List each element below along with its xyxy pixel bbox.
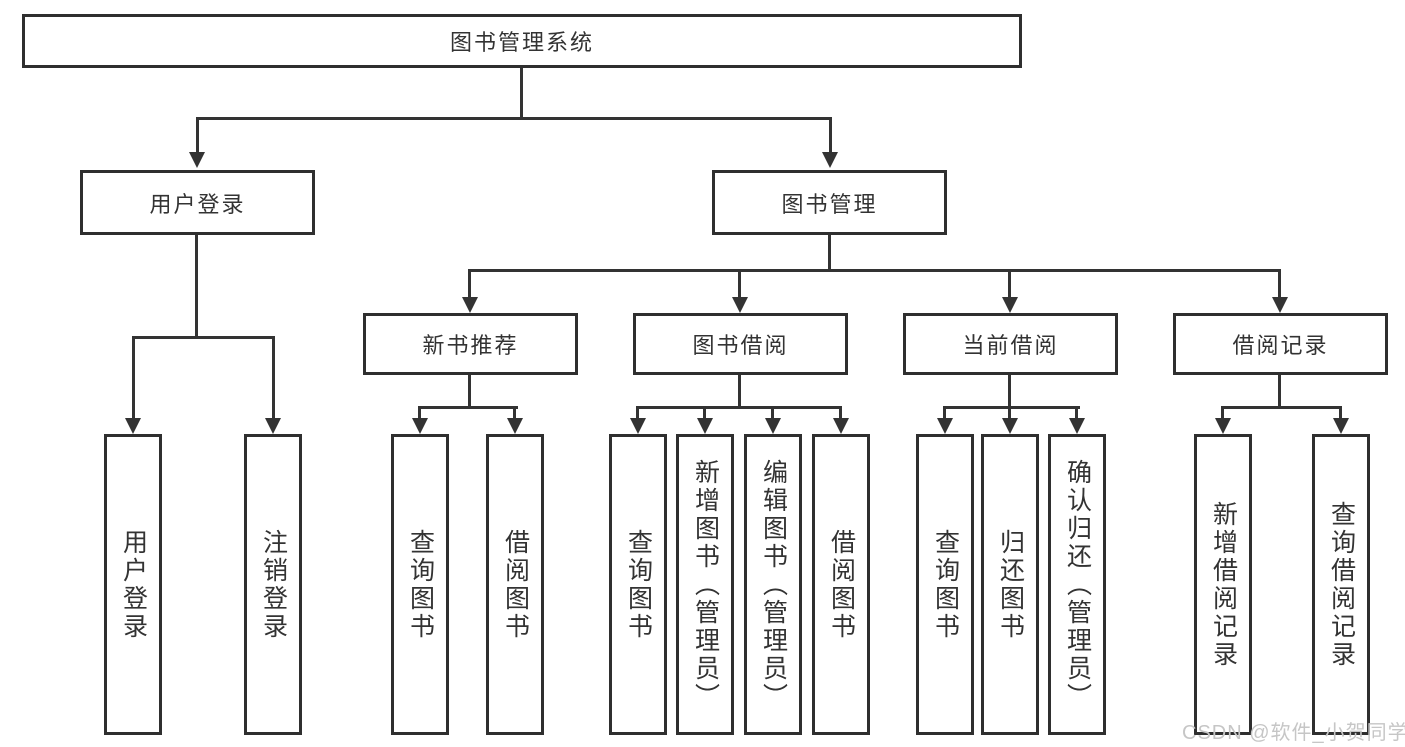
stem-leaf-logout (272, 336, 275, 418)
leaf-borrow-books-label: 借阅图书 (827, 528, 856, 641)
leaf-borrow-books-recommend-label: 借阅图书 (501, 528, 530, 641)
arrowhead-g1-leaf1 (412, 418, 428, 434)
node-current-borrow: 当前借阅 (903, 313, 1118, 375)
leaf-return-book-label: 归还图书 (996, 528, 1025, 641)
arrowhead-g2-leaf3 (765, 418, 781, 434)
stem-user-login (196, 117, 199, 152)
stem-g3-leaf1 (943, 406, 946, 418)
arrowhead-new-book-recommend (462, 297, 478, 313)
root-drop-line (520, 68, 523, 120)
node-borrow-records: 借阅记录 (1173, 313, 1388, 375)
csdn-watermark: CSDN @软件_小贺同学 (1182, 722, 1405, 744)
arrowhead-user-login (189, 152, 205, 168)
leaf-borrow-books-recommend: 借阅图书 (486, 434, 544, 735)
arrowhead-g1-leaf2 (507, 418, 523, 434)
stem-g2-leaf2 (703, 406, 706, 418)
stem-g1-leaf1 (418, 406, 421, 418)
arrowhead-leaf-logout (265, 418, 281, 434)
arrowhead-g2-leaf4 (833, 418, 849, 434)
stem-g1-leaf2 (513, 406, 516, 418)
node-book-borrow: 图书借阅 (633, 313, 848, 375)
arrowhead-g2-leaf2 (697, 418, 713, 434)
leaf-query-books-recommend-label: 查询图书 (406, 528, 435, 641)
leaf-logout-label: 注销登录 (259, 528, 288, 641)
leaf-query-books-recommend: 查询图书 (391, 434, 449, 735)
stem-book-borrow (738, 269, 741, 297)
stem-leaf-user-login (132, 336, 135, 418)
leaf-return-book: 归还图书 (981, 434, 1039, 735)
node-user-login: 用户登录 (80, 170, 315, 235)
user-login-drop-line (195, 235, 198, 339)
arrowhead-g2-leaf1 (630, 418, 646, 434)
leaf-confirm-return-admin-label: 确认归还（管理员） (1063, 458, 1092, 711)
leaf-query-borrow-record: 查询借阅记录 (1312, 434, 1370, 735)
arrowhead-book-borrow (732, 297, 748, 313)
leaf-add-borrow-record-label: 新增借阅记录 (1209, 500, 1238, 669)
stem-g4-leaf1 (1221, 406, 1224, 418)
leaf-edit-book-admin: 编辑图书（管理员） (744, 434, 802, 735)
node-new-book-recommend: 新书推荐 (363, 313, 578, 375)
leaf-add-book-admin: 新增图书（管理员） (676, 434, 734, 735)
stem-current-borrow (1008, 269, 1011, 297)
leaf-confirm-return-admin: 确认归还（管理员） (1048, 434, 1106, 735)
current-borrow-drop-line (1008, 375, 1011, 409)
arrowhead-g3-leaf2 (1002, 418, 1018, 434)
book-management-drop-line (828, 235, 831, 272)
leaf-user-login: 用户登录 (104, 434, 162, 735)
book-borrow-rail-line (636, 406, 842, 409)
arrowhead-g3-leaf3 (1069, 418, 1085, 434)
stem-g2-leaf4 (839, 406, 842, 418)
stem-g2-leaf3 (771, 406, 774, 418)
borrow-records-drop-line (1278, 375, 1281, 409)
leaf-add-borrow-record: 新增借阅记录 (1194, 434, 1252, 735)
stem-g2-leaf1 (636, 406, 639, 418)
leaf-edit-book-admin-label: 编辑图书（管理员） (759, 458, 788, 711)
node-book-management: 图书管理 (712, 170, 947, 235)
arrowhead-book-management (822, 152, 838, 168)
leaf-query-books-current-label: 查询图书 (931, 528, 960, 641)
arrowhead-borrow-records (1272, 297, 1288, 313)
new-book-recommend-drop-line (468, 375, 471, 409)
leaf-add-book-admin-label: 新增图书（管理员） (691, 458, 720, 711)
leaf-query-books-borrow-label: 查询图书 (624, 528, 653, 641)
arrowhead-leaf-user-login (125, 418, 141, 434)
leaf-borrow-books: 借阅图书 (812, 434, 870, 735)
borrow-records-rail-line (1221, 406, 1342, 409)
book-management-rail-line (468, 269, 1281, 272)
stem-g3-leaf3 (1075, 406, 1078, 418)
arrowhead-current-borrow (1002, 297, 1018, 313)
root-rail-line (196, 117, 832, 120)
stem-new-book-recommend (468, 269, 471, 297)
leaf-user-login-label: 用户登录 (119, 528, 148, 641)
arrowhead-g4-leaf2 (1333, 418, 1349, 434)
leaf-query-books-borrow: 查询图书 (609, 434, 667, 735)
stem-g4-leaf2 (1339, 406, 1342, 418)
stem-borrow-records (1278, 269, 1281, 297)
new-book-recommend-rail-line (418, 406, 518, 409)
current-borrow-rail-line (943, 406, 1080, 409)
book-borrow-drop-line (738, 375, 741, 409)
leaf-query-borrow-record-label: 查询借阅记录 (1327, 500, 1356, 669)
node-root: 图书管理系统 (22, 14, 1022, 68)
user-login-rail-line (132, 336, 275, 339)
stem-book-management (829, 117, 832, 152)
arrowhead-g3-leaf1 (937, 418, 953, 434)
leaf-query-books-current: 查询图书 (916, 434, 974, 735)
leaf-logout: 注销登录 (244, 434, 302, 735)
stem-g3-leaf2 (1008, 406, 1011, 418)
arrowhead-g4-leaf1 (1215, 418, 1231, 434)
